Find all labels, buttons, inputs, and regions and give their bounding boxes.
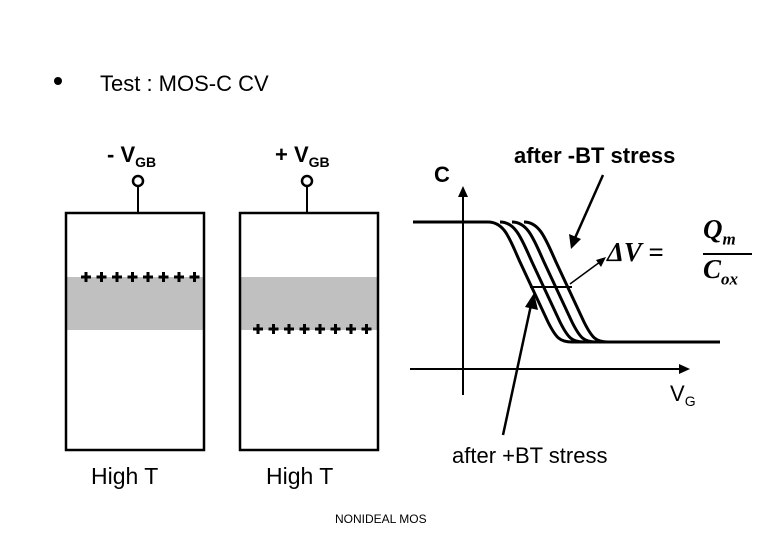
left-gate-sub: GB <box>135 154 157 170</box>
slide-heading: Test : MOS-C CV <box>100 71 269 96</box>
equation-pointer-arrowhead <box>596 257 606 267</box>
upper-annotation-arrow <box>573 174 605 239</box>
upper-annotation: after -BT stress <box>514 143 676 168</box>
left-oxide-band <box>67 277 203 330</box>
equation-lhs: ΔV = <box>607 237 664 267</box>
left-gate-terminal <box>131 174 145 188</box>
lower-annotation: after +BT stress <box>452 443 608 468</box>
equation-denominator: Cox <box>703 254 738 289</box>
cv-curve-after-positive-bt <box>413 220 720 344</box>
mobile-ion-charge <box>299 324 310 334</box>
mobile-ion-charge <box>127 272 138 282</box>
left-gate-label: - VGB <box>107 142 156 170</box>
cv-curve-middle <box>511 220 597 344</box>
cv-curves <box>413 220 720 344</box>
vg-axis-sub: G <box>684 393 696 409</box>
mobile-ion-charge <box>361 324 372 334</box>
right-gate-terminal <box>300 174 314 188</box>
mobile-ion-charge <box>189 272 200 282</box>
right-mobile-charges <box>253 324 372 334</box>
mobile-ion-charge <box>143 272 153 282</box>
upper-arrowhead <box>569 234 581 249</box>
mobile-ion-charge <box>253 324 263 334</box>
left-device-box <box>64 211 206 452</box>
mobile-ion-charge <box>158 272 169 282</box>
mobile-ion-charge <box>96 272 107 282</box>
mobile-ion-charge <box>174 272 184 282</box>
lower-annotation-arrow <box>501 304 533 436</box>
equation-denominator-main: C <box>703 254 722 284</box>
vg-axis-label: VG <box>670 381 696 409</box>
right-gate-label: + VGB <box>275 142 330 170</box>
left-mobile-charges <box>81 272 200 282</box>
lower-arrowhead <box>525 293 538 310</box>
cv-curve-initial <box>499 220 585 344</box>
right-device-box <box>238 211 380 452</box>
right-oxide-band <box>241 277 377 330</box>
cv-axes <box>410 186 690 395</box>
bullet-dot <box>54 77 62 85</box>
left-temperature-label: High T <box>91 463 159 489</box>
right-mos-capacitor <box>238 174 380 452</box>
equation-numerator: Qm <box>703 214 736 249</box>
cv-curve-after-negative-bt <box>523 220 609 344</box>
footer-text: NONIDEAL MOS <box>335 512 427 526</box>
mobile-ion-charge <box>268 324 279 334</box>
right-temperature-label: High T <box>266 463 334 489</box>
mobile-ion-charge <box>346 324 356 334</box>
equation-numerator-main: Q <box>703 214 723 244</box>
vg-axis-arrow <box>679 364 690 374</box>
left-gate-sign: - V <box>107 142 136 167</box>
mobile-ion-charge <box>330 324 341 334</box>
right-gate-sign: + V <box>275 142 309 167</box>
c-axis-arrow <box>458 186 468 197</box>
mobile-ion-charge <box>284 324 294 334</box>
right-gate-sub: GB <box>308 154 330 170</box>
equation-denominator-sub: ox <box>721 269 739 289</box>
mobile-ion-charge <box>112 272 122 282</box>
left-mos-capacitor <box>64 174 206 452</box>
c-axis-label: C <box>434 162 450 187</box>
equation-numerator-sub: m <box>722 229 736 249</box>
vg-axis-main: V <box>670 381 685 406</box>
equation-lhs-text: ΔV <box>607 237 642 267</box>
mobile-ion-charge <box>81 272 91 282</box>
mobile-ion-charge <box>315 324 325 334</box>
